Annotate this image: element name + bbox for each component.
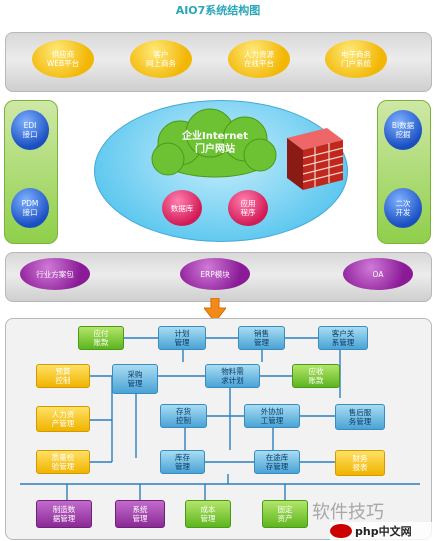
diagram-title: AIO7系统结构图 [175,4,261,17]
box-quality: 质量检 验管理 [36,450,90,474]
box-cost: 成本 管理 [185,500,231,528]
top-bubble-customer: 客户 网上商务 [130,40,192,78]
portal-cloud [151,108,277,178]
top-bubble-supplier: 供应商 WEB平台 [32,40,94,78]
box-stock: 库存 管理 [160,450,205,474]
middle-bubble-industry: 行业方案包 [20,258,90,290]
box-finance-report: 财务 报表 [335,450,385,476]
box-wip: 在途库 存管理 [254,450,300,474]
box-hr: 人力资 产管理 [36,406,90,432]
box-sales: 销售 管理 [238,326,285,350]
middle-bubble-erp: ERP模块 [180,258,250,290]
portal-database: 数据库 [162,190,202,226]
watermark-site: php中文网 [355,525,412,538]
portal-application: 应用 程序 [228,190,268,226]
watermark-text: 软件技巧 [312,502,384,523]
right-bubble-bi: BI数据 挖掘 [384,110,422,150]
left-bubble-pdm: PDM 接口 [11,188,49,228]
watermark-logo: php中文网 [330,522,434,540]
top-bubble-ecommerce: 电子商务 门户系统 [325,40,387,78]
box-crm: 客户关 系管理 [318,326,368,350]
box-system: 系统 管理 [115,500,165,528]
firewall-icon [287,128,343,190]
box-fixed-asset: 固定 资产 [262,500,308,528]
box-mfg-data: 制造数 据管理 [36,500,92,528]
php-logo-icon [330,524,352,538]
box-mrp: 物料需 求计划 [205,364,260,388]
portal-title: 企业Internet 门户网站 [181,131,248,155]
box-purchase: 采购 管理 [112,364,158,394]
box-after-sales: 售后服 务管理 [335,404,385,430]
box-inventory-control: 存货 控制 [160,404,207,428]
box-plan: 计划 管理 [158,326,206,350]
box-budget: 预算 控制 [36,364,90,388]
box-receivable: 应收 账款 [292,364,340,388]
box-outsourcing: 外协加 工管理 [244,404,300,428]
box-payable: 应付 账款 [78,326,124,350]
right-bubble-dev: 二次 开发 [384,188,422,228]
left-bubble-edi: EDI 接口 [11,110,49,150]
middle-bubble-oa: OA [343,258,413,290]
top-bubble-hr: 人力资源 在线平台 [228,40,290,78]
erp-arrow-icon [204,298,226,322]
